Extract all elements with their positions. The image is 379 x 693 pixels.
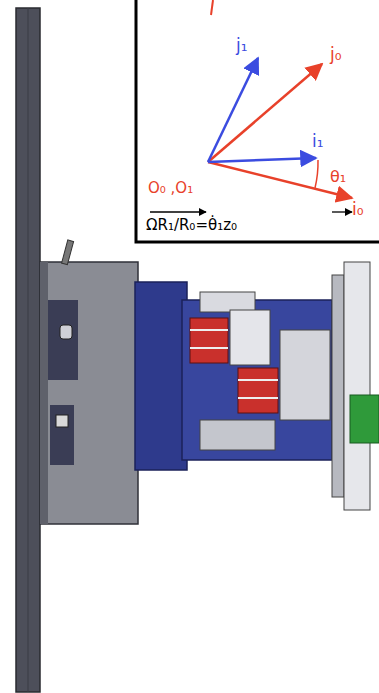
axis-i0 — [208, 162, 352, 198]
vector-bar — [150, 211, 206, 212]
base-plate — [200, 420, 275, 450]
switch-lever — [62, 240, 74, 265]
gear-block — [280, 330, 330, 420]
motor-coil — [190, 318, 228, 363]
axis-i1 — [208, 158, 316, 162]
angle-arc — [315, 160, 318, 188]
vector-bar — [332, 211, 352, 212]
flange — [40, 262, 48, 524]
inset-frame — [136, 0, 379, 242]
axis-j1 — [208, 58, 258, 162]
formula: ΩR₁/R₀=θ̇₁z₀ — [146, 217, 237, 234]
angle-label: θ₁ — [330, 168, 346, 186]
electronics-board — [48, 300, 78, 380]
axis-label: j₀ — [330, 45, 342, 64]
motor-housing — [40, 262, 138, 524]
axis-label: i₀ — [352, 200, 364, 219]
axis-line — [211, 0, 213, 15]
axis-label: i₁ — [312, 132, 324, 151]
output-plate — [344, 262, 370, 510]
output-flange — [332, 275, 344, 497]
bar-edge — [28, 8, 29, 692]
motor-coil — [238, 368, 278, 413]
axis-label: j₁ — [236, 36, 248, 55]
joint-housing — [135, 282, 187, 470]
axis-j0 — [208, 64, 322, 162]
electronics-board — [50, 405, 74, 465]
bracket — [200, 292, 255, 312]
connector — [56, 415, 68, 427]
joint-body — [182, 300, 332, 460]
green-part — [350, 395, 379, 443]
mounting-bar — [16, 8, 40, 692]
gear-block — [230, 310, 270, 365]
connector — [60, 325, 72, 339]
origin-label: O₀ ,O₁ — [148, 180, 193, 197]
